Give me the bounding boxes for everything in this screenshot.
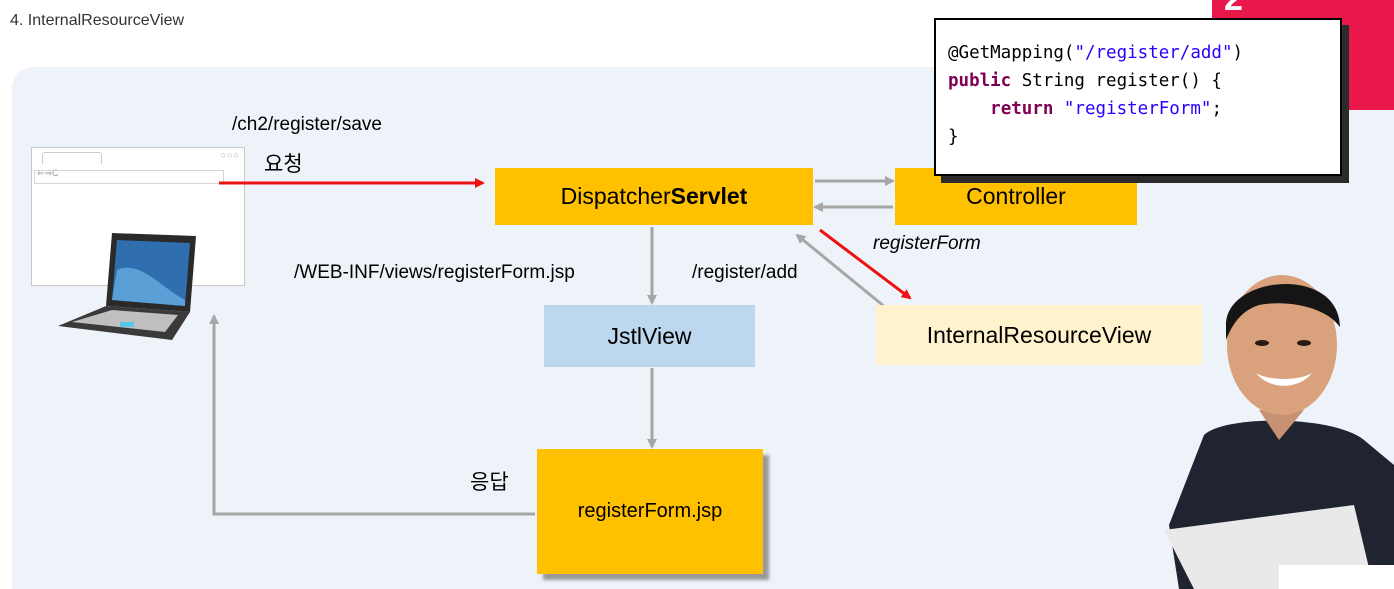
code-return-string: "registerForm" (1063, 99, 1212, 119)
dispatcher-servlet-prefix: Dispatcher (560, 183, 671, 209)
code-line-2: public String register() { (948, 70, 1222, 92)
browser-tab-shape (42, 152, 102, 164)
jstlview-node: JstlView (544, 305, 755, 367)
code-line3-end: ; (1211, 99, 1222, 119)
forward-url-label: /register/add (692, 262, 798, 283)
request-url-label: /ch2/register/save (232, 114, 382, 135)
presenter-photo (1164, 275, 1394, 589)
controller-node: Controller (895, 168, 1137, 225)
response-label: 응답 (470, 471, 509, 494)
code-mapping-string: "/register/add" (1074, 43, 1233, 63)
window-controls-icon: ○○○ (220, 150, 240, 160)
code-line-4: } (948, 127, 959, 147)
code-snippet: @GetMapping("/register/add") public Stri… (934, 18, 1342, 176)
register-form-jsp-node: registerForm.jsp (537, 449, 763, 574)
code-return-keyword: return (990, 99, 1054, 119)
browser-window-illustration: ○○○ ⇐⇒C (31, 147, 245, 286)
slide-title: 4. InternalResourceView (10, 12, 185, 29)
code-public-keyword: public (948, 71, 1012, 91)
internal-resource-view-node: InternalResourceView (876, 305, 1202, 365)
code-line1-end: ) (1232, 43, 1244, 63)
section-badge-number: 2 (1224, 0, 1243, 19)
code-indent (948, 99, 990, 119)
view-name-label: registerForm (873, 233, 981, 254)
request-label: 요청 (264, 153, 303, 176)
code-line-3: return "registerForm"; (948, 98, 1222, 120)
dispatcher-servlet-bold: Servlet (670, 183, 748, 209)
code-line-1: @GetMapping("/register/add") (948, 42, 1243, 64)
browser-address-bar (34, 170, 224, 184)
browser-nav-icon: ⇐⇒C (37, 168, 59, 178)
view-path-label: /WEB-INF/views/registerForm.jsp (294, 262, 575, 283)
code-annotation: @GetMapping( (948, 43, 1075, 63)
code-method-signature: String register() { (1011, 71, 1222, 91)
